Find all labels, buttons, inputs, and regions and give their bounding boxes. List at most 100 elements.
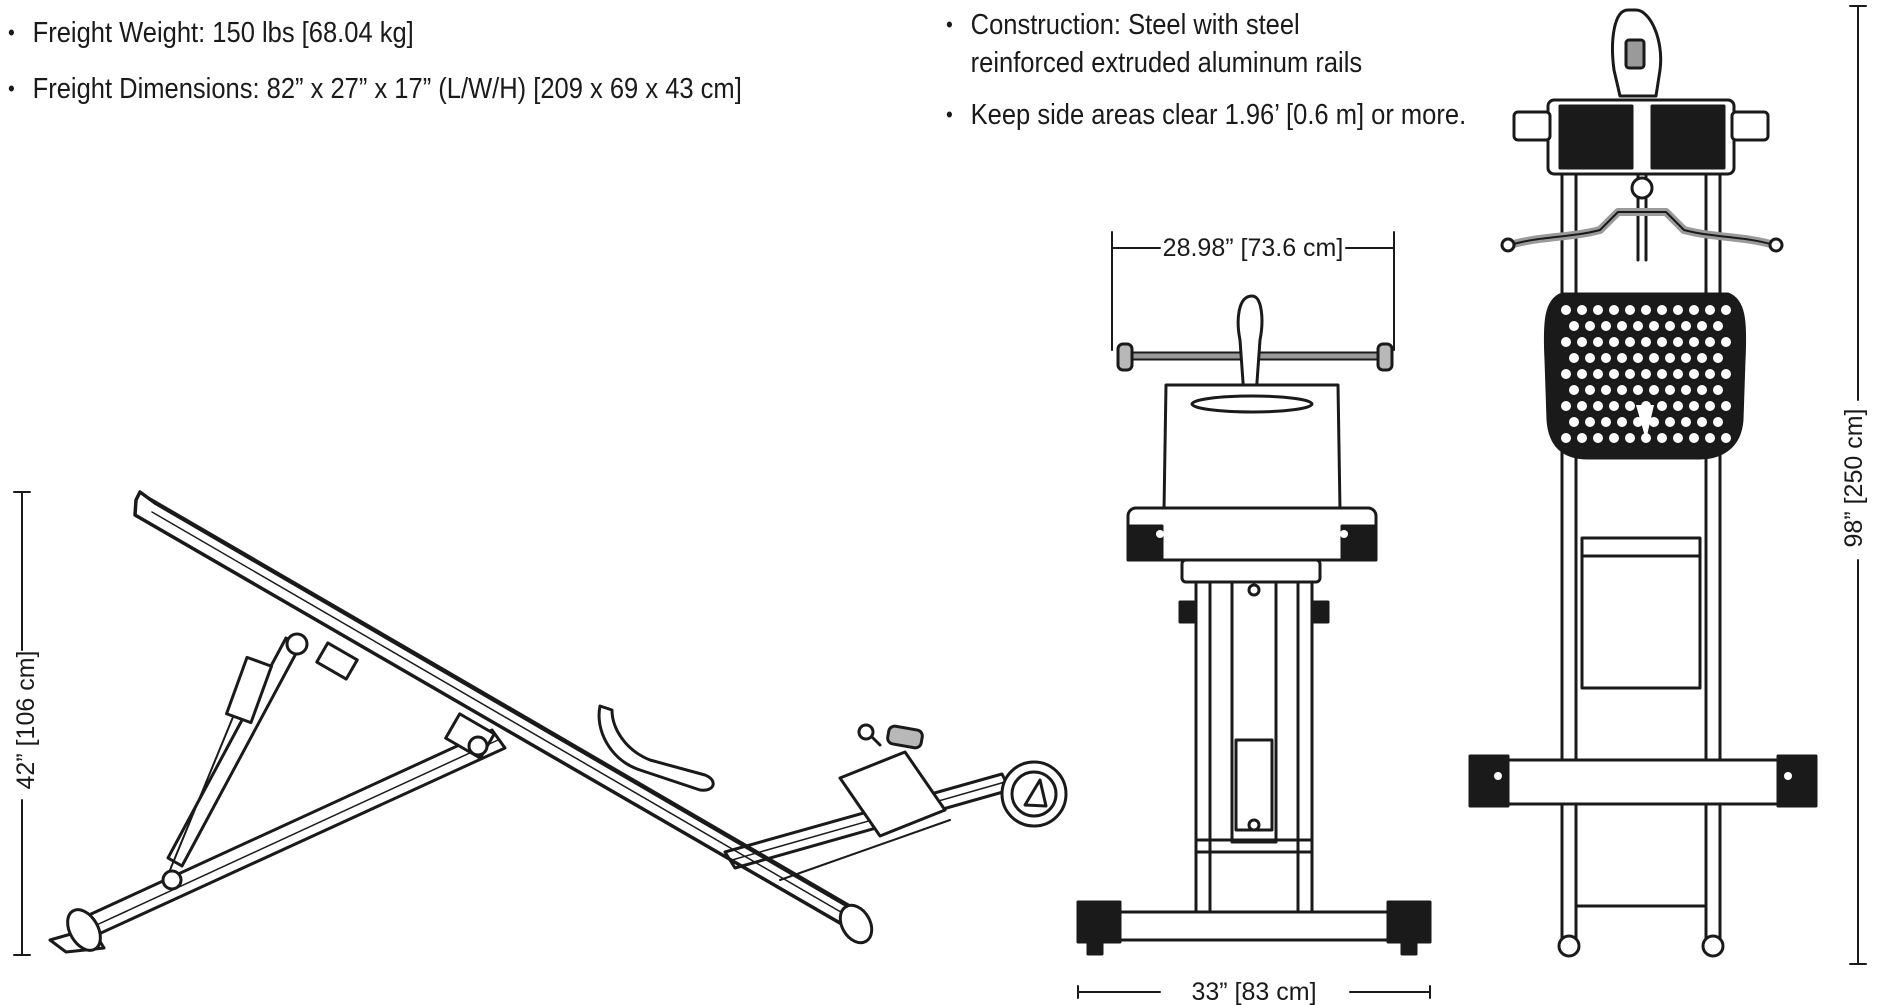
spec-list-right: •Construction: Steel with steel reinforc… xyxy=(946,6,1506,148)
seat-hole xyxy=(1625,337,1635,347)
seat-hole xyxy=(1697,385,1707,395)
spec-item: •Freight Dimensions: 82” x 27” x 17” (L/… xyxy=(8,70,782,108)
seat-hole xyxy=(1657,337,1667,347)
seat-hole xyxy=(1665,353,1675,363)
seat-hole xyxy=(1625,433,1635,443)
seat-hole xyxy=(1641,337,1651,347)
center-post-lower xyxy=(1234,738,1274,832)
pivot-joint xyxy=(161,869,183,891)
dimension-label: 42” [106 cm] xyxy=(12,651,40,790)
seat-hole xyxy=(1609,433,1619,443)
seat-hole xyxy=(1697,353,1707,363)
main-rail-top-line xyxy=(149,497,863,913)
seat-hole xyxy=(1633,353,1643,363)
seat-hole xyxy=(1569,321,1579,331)
seat-hole xyxy=(1609,401,1619,411)
seat-hole xyxy=(1641,369,1651,379)
seat-hole xyxy=(1609,369,1619,379)
pedal-right xyxy=(1730,110,1770,142)
knob xyxy=(1312,600,1330,624)
seat-hole xyxy=(1649,321,1659,331)
seat-hole xyxy=(1585,321,1595,331)
seat-hole xyxy=(1585,353,1595,363)
seat-hole xyxy=(1617,321,1627,331)
seat-hole xyxy=(1689,305,1699,315)
seat-hole xyxy=(1689,369,1699,379)
seat-hole xyxy=(1681,385,1691,395)
seat-hole xyxy=(1625,369,1635,379)
base xyxy=(1078,910,1428,942)
seat-hole xyxy=(1657,369,1667,379)
upper-strut xyxy=(166,636,302,868)
upright-handlebar-outline xyxy=(1509,211,1775,246)
seat-hole xyxy=(1713,321,1723,331)
bolt xyxy=(1784,772,1792,780)
handle-end-left xyxy=(1116,342,1134,372)
rail-end-cap xyxy=(838,903,874,945)
seat-hole xyxy=(1569,385,1579,395)
handle-knob xyxy=(857,723,875,741)
seat-hole xyxy=(1673,401,1683,411)
seat-hole xyxy=(1673,433,1683,443)
lower-frame xyxy=(1580,536,1702,690)
dimension-base-width xyxy=(1077,985,1431,999)
seat-hole xyxy=(1657,401,1667,411)
seat-hole xyxy=(1577,337,1587,347)
seat-hole xyxy=(1721,305,1731,315)
footplate-right xyxy=(1650,104,1726,170)
rear-foot-cap xyxy=(66,908,102,952)
pivot-joint xyxy=(467,735,489,757)
dimension-label: 33” [83 cm] xyxy=(1191,978,1316,1005)
seat-bar xyxy=(1126,506,1378,562)
seat-hole xyxy=(1569,353,1579,363)
seat-hole xyxy=(1697,417,1707,427)
handlebar-end xyxy=(1500,237,1516,253)
seat-hole xyxy=(1713,417,1723,427)
seat-hole xyxy=(1641,305,1651,315)
spec-list-left: •Freight Weight: 150 lbs [68.04 kg] •Fre… xyxy=(8,14,888,126)
seat-hole xyxy=(1633,321,1643,331)
bullet-icon: • xyxy=(8,20,15,45)
front-view-drawing xyxy=(1076,294,1432,956)
foot-left xyxy=(1076,900,1122,944)
dimension-label: 98” [250 cm] xyxy=(1840,409,1868,548)
seat-hole xyxy=(1561,337,1571,347)
side-view-drawing xyxy=(48,490,1068,954)
seat-hole xyxy=(1625,305,1635,315)
seat-hole xyxy=(1577,433,1587,443)
handlebar-end xyxy=(1768,237,1784,253)
seat-hole xyxy=(1649,353,1659,363)
seat-hole xyxy=(1689,401,1699,411)
spec-item: •Keep side areas clear 1.96’ [0.6 m] or … xyxy=(946,96,1466,134)
pivot-joint xyxy=(285,632,309,656)
seat-hole xyxy=(1657,433,1667,443)
handle-grip xyxy=(886,724,924,750)
bolt xyxy=(1247,583,1261,597)
upright-handlebar xyxy=(1506,208,1778,249)
seat-hole xyxy=(1593,337,1603,347)
seat-hole xyxy=(1561,305,1571,315)
dimension-upright-height xyxy=(1849,5,1867,965)
rear-leg xyxy=(76,728,507,940)
seat-hole xyxy=(1657,305,1667,315)
column-cap xyxy=(1180,558,1322,584)
pedal-left xyxy=(1512,110,1552,142)
seat-hole xyxy=(1649,385,1659,395)
seat-hole xyxy=(1721,337,1731,347)
backrest xyxy=(1162,383,1342,512)
spec-item: •Freight Weight: 150 lbs [68.04 kg] xyxy=(8,14,782,52)
spec-item: •Construction: Steel with steel reinforc… xyxy=(946,6,1384,82)
seat-hole xyxy=(1649,417,1659,427)
main-rail-inner-line xyxy=(151,511,859,923)
seat-hole xyxy=(1561,369,1571,379)
head-display xyxy=(1624,38,1646,70)
knob xyxy=(1178,600,1196,624)
seat-hole xyxy=(1609,337,1619,347)
seat-hole xyxy=(1705,401,1715,411)
seat-hole xyxy=(1713,385,1723,395)
base-foot-right xyxy=(1776,754,1818,808)
footplate-left xyxy=(1558,104,1634,170)
dimension-handle-width xyxy=(1111,231,1395,351)
bottom-wheel xyxy=(1557,934,1581,958)
